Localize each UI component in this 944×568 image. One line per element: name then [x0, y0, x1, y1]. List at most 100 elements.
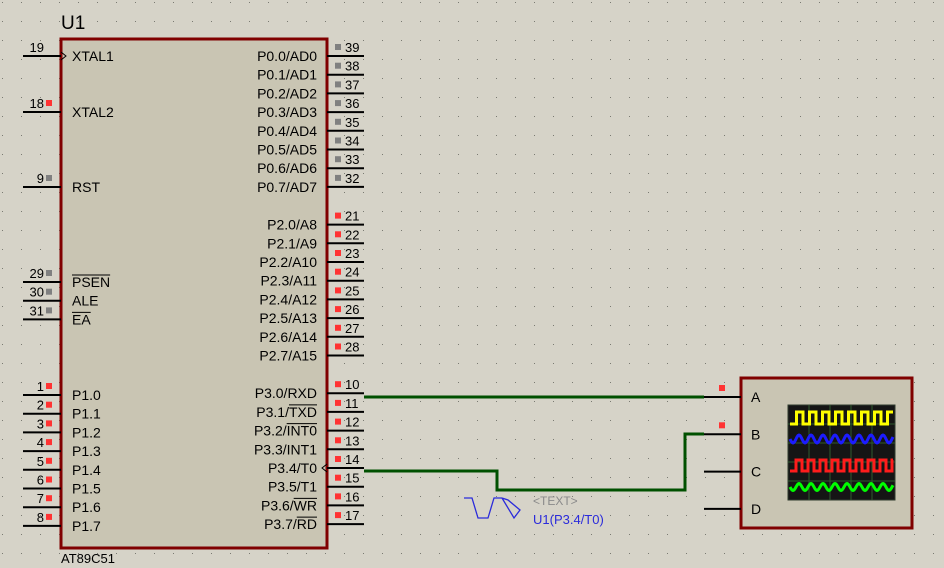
scope-trace-a — [790, 410, 893, 426]
pin-29-label: PSEN — [72, 274, 110, 290]
pin-39-number: 39 — [345, 40, 359, 55]
probe-waveform-icon — [464, 497, 521, 520]
scope-channel-b[interactable]: B — [704, 422, 760, 442]
pin-26-label: P2.5/A13 — [259, 310, 317, 326]
pin-4[interactable]: 4P1.3 — [23, 435, 101, 459]
scope-channel-c-label: C — [751, 464, 761, 480]
pin-5-label: P1.4 — [72, 462, 101, 478]
pin-12-label: P3.2/INT0 — [254, 423, 317, 439]
pin-21-marker — [335, 212, 341, 219]
pin-11-label: P3.1/TXD — [256, 404, 317, 420]
pin-6[interactable]: 6P1.5 — [23, 473, 101, 497]
scope-channel-a[interactable]: A — [704, 385, 761, 405]
wires — [364, 395, 704, 492]
voltage-probe[interactable]: <TEXT> U1(P3.4/T0) — [464, 494, 604, 527]
pin-17-marker — [335, 512, 341, 519]
pin-5[interactable]: 5P1.4 — [23, 454, 101, 478]
scope-channel-d[interactable]: D — [704, 501, 761, 517]
pin-30-marker — [46, 288, 52, 295]
wire-p34-to-channel-b[interactable] — [364, 432, 704, 492]
pin-7[interactable]: 7P1.6 — [23, 491, 101, 515]
pin-8-label: P1.7 — [72, 518, 101, 534]
pin-35-number: 35 — [345, 115, 359, 130]
scope-channel-a-marker — [719, 385, 725, 391]
chip-body[interactable] — [59, 37, 329, 550]
pin-39-label: P0.0/AD0 — [257, 48, 317, 64]
pin-23-label: P2.2/A10 — [259, 254, 317, 270]
pin-1[interactable]: 1P1.0 — [23, 379, 101, 403]
pin-27-label: P2.6/A14 — [259, 329, 317, 345]
pin-7-number: 7 — [37, 491, 44, 506]
pin-8[interactable]: 8P1.7 — [23, 510, 101, 534]
pin-27-number: 27 — [345, 321, 359, 336]
pin-17-number: 17 — [345, 508, 359, 523]
pin-16-label: P3.6/WR — [261, 497, 317, 513]
microcontroller-u1[interactable]: U1 19XTAL118XTAL29RST29PSEN30ALE31EA1P1.… — [23, 13, 364, 566]
pin-39-marker — [335, 44, 341, 50]
pin-3[interactable]: 3P1.2 — [23, 416, 101, 440]
pin-8-marker — [46, 513, 52, 520]
pin-3-number: 3 — [37, 416, 44, 431]
oscilloscope[interactable]: A B C D — [704, 376, 914, 530]
pin-5-number: 5 — [37, 454, 44, 469]
pin-10-marker — [335, 381, 341, 388]
pin-37-number: 37 — [345, 77, 359, 92]
pin-19-number: 19 — [30, 40, 44, 55]
pin-2[interactable]: 2P1.1 — [23, 398, 101, 422]
pin-1-label: P1.0 — [72, 387, 101, 403]
pin-9-marker — [46, 175, 52, 181]
pin-33-number: 33 — [345, 152, 359, 167]
pin-15-marker — [335, 474, 341, 481]
scope-channel-d-label: D — [751, 501, 761, 517]
pin-9-label: RST — [72, 179, 100, 195]
pin-4-marker — [46, 439, 52, 446]
scope-channel-c[interactable]: C — [704, 464, 761, 480]
pin-14-clock-symbol — [321, 463, 328, 473]
pin-34-marker — [335, 137, 341, 144]
pin-31-label: EA — [72, 311, 91, 327]
pin-12-marker — [335, 418, 341, 425]
pin-27-marker — [335, 324, 341, 331]
scope-channel-b-label: B — [751, 426, 760, 442]
probe-text-placeholder: <TEXT> — [533, 494, 578, 508]
pin-13-number: 13 — [345, 433, 359, 448]
pin-23-number: 23 — [345, 246, 359, 261]
pin-32-marker — [335, 174, 341, 181]
pin-38-marker — [335, 62, 341, 69]
pin-21-number: 21 — [345, 209, 359, 224]
pin-29-marker — [46, 270, 52, 276]
pin-32-label: P0.7/AD7 — [257, 179, 317, 195]
pin-33-label: P0.6/AD6 — [257, 160, 317, 176]
